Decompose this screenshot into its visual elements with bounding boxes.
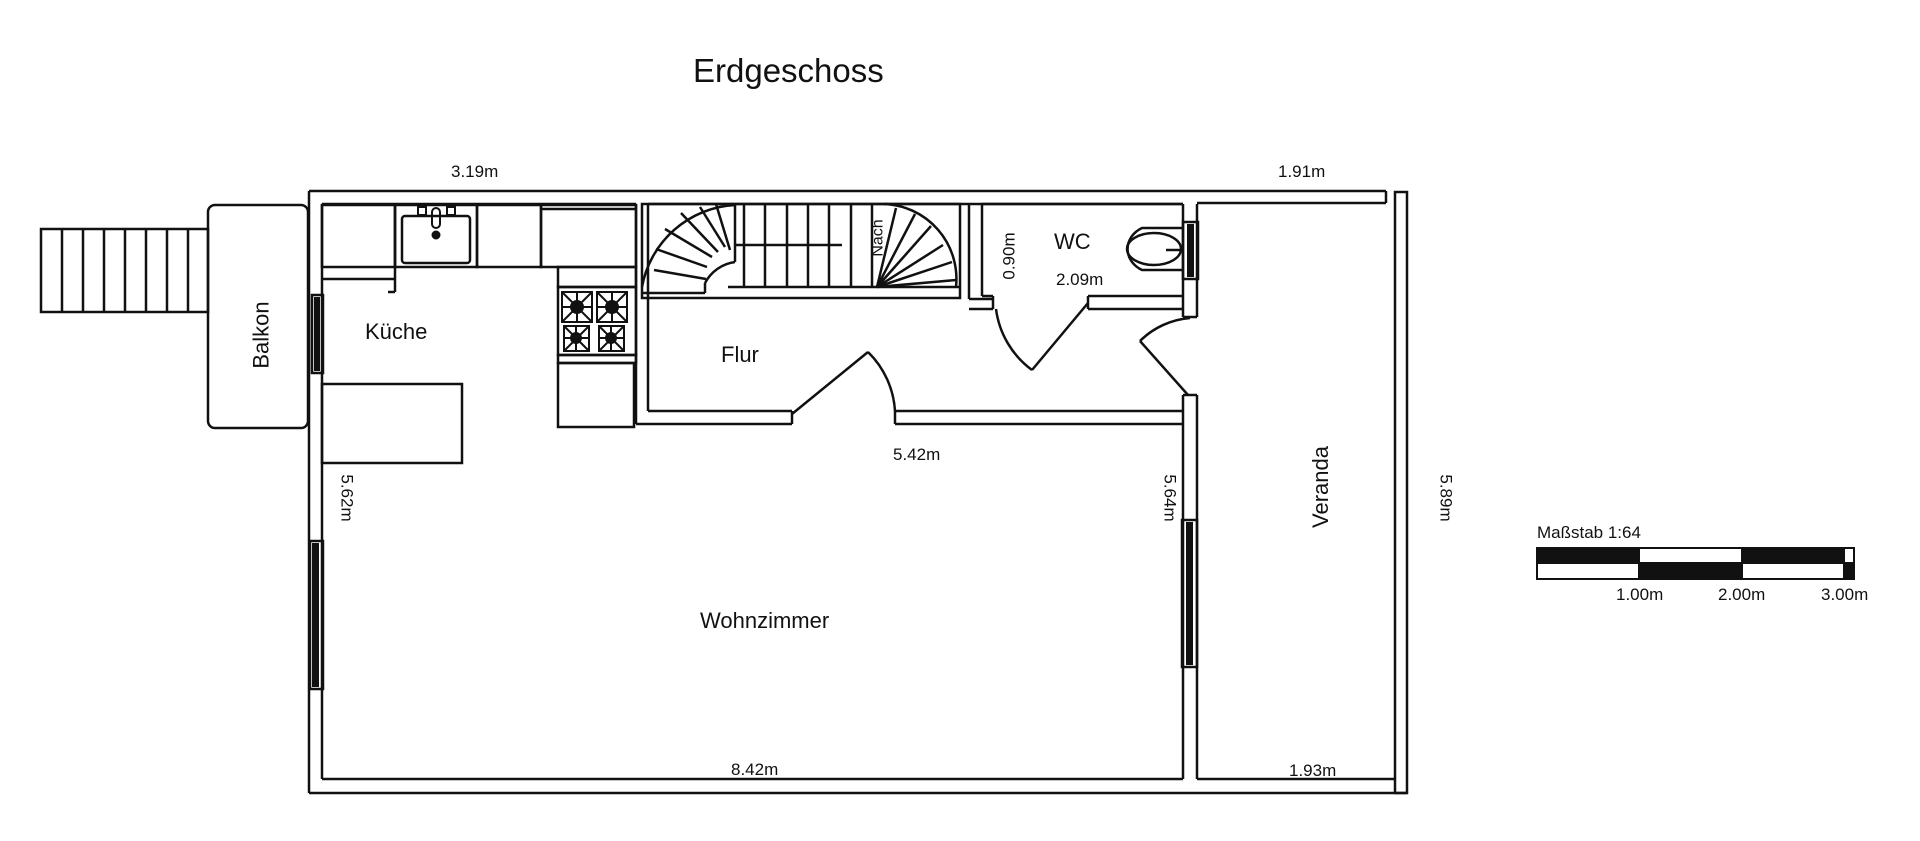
- outer-walls: [307, 189, 1409, 795]
- toilet: [1125, 226, 1183, 272]
- dimension-flur-wall: 5.42m: [893, 445, 941, 464]
- staircase: [640, 202, 962, 300]
- kitchen-window: [310, 293, 325, 375]
- room-label-wohnzimmer: Wohnzimmer: [700, 608, 830, 633]
- scale-label: Maßstab 1:64: [1537, 523, 1641, 542]
- dimension-top-right: 1.91m: [1278, 162, 1326, 181]
- wc-walls: [967, 202, 1183, 372]
- living-left-window: [308, 539, 325, 691]
- dimension-wc-width: 2.09m: [1056, 270, 1104, 289]
- scale-tick-1: 1.00m: [1616, 585, 1664, 604]
- scale-tick-2: 2.00m: [1718, 585, 1766, 604]
- dimension-outer-right: 5.89m: [1436, 474, 1456, 522]
- dimension-bottom: 8.42m: [731, 760, 779, 779]
- room-label-balkon: Balkon: [248, 301, 274, 369]
- room-label-veranda: Veranda: [1307, 446, 1333, 528]
- wc-window: [1181, 220, 1200, 281]
- dimension-left-wall: 5.62m: [337, 474, 357, 522]
- room-label-flur: Flur: [721, 342, 759, 367]
- sink-icon: [417, 206, 456, 240]
- page-title: Erdgeschoss: [693, 52, 884, 89]
- stairs-label: Nach: [869, 219, 887, 257]
- room-label-kueche: Küche: [365, 319, 428, 344]
- dimension-wohnzimmer-right: 5.64m: [1160, 474, 1180, 522]
- kitchen-counters: [320, 203, 638, 465]
- room-label-wc: WC: [1054, 229, 1091, 254]
- living-right-window: [1180, 518, 1199, 669]
- scale-tick-3: 3.00m: [1821, 585, 1869, 604]
- dimension-veranda-bottom: 1.93m: [1289, 761, 1337, 780]
- stove-icon: [561, 291, 628, 352]
- exterior-steps: [39, 227, 210, 314]
- scale-bar: [1536, 547, 1855, 580]
- window-fills: [312, 224, 1194, 687]
- dimension-top-left: 3.19m: [451, 162, 499, 181]
- flur-wall: [636, 351, 1183, 426]
- dimension-wc-depth: 0.90m: [999, 232, 1019, 280]
